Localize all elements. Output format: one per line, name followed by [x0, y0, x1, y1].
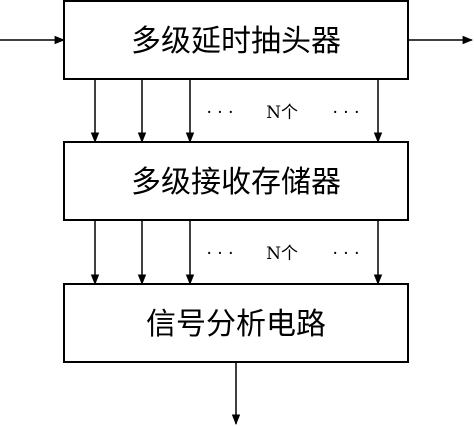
- delay-tap-block: [63, 0, 409, 80]
- delay-tap-label: 多级延时抽头器: [131, 24, 341, 59]
- receive-memory-block: [63, 141, 409, 221]
- tap-dots-right-1: · · ·: [332, 103, 359, 123]
- receive-memory-label: 多级接收存储器: [131, 165, 341, 200]
- tap-dots-left-1: · · ·: [206, 103, 233, 123]
- signal-analysis-label: 信号分析电路: [146, 307, 326, 342]
- tap-count-label-2: N个: [266, 244, 298, 264]
- tap-dots-left-2: · · ·: [206, 244, 233, 264]
- tap-count-label-1: N个: [266, 103, 298, 123]
- tap-dots-right-2: · · ·: [332, 244, 359, 264]
